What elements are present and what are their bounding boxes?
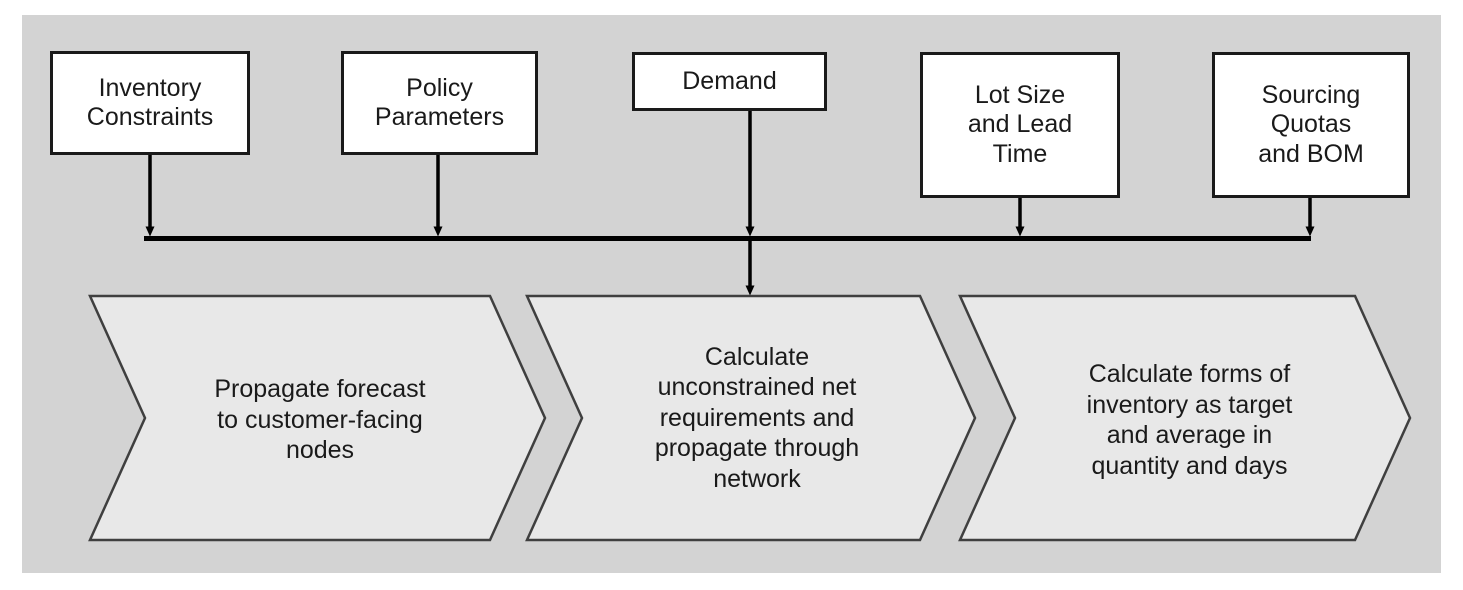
input-box-inventory-constraints[interactable]: Inventory Constraints — [50, 51, 250, 155]
input-box-lot-size-and-lead-time[interactable]: Lot Size and Lead Time — [920, 52, 1120, 198]
input-box-label: Demand — [682, 66, 777, 95]
input-box-label: Policy Parameters — [374, 73, 505, 132]
input-box-label: Inventory Constraints — [86, 73, 214, 132]
chevron-shape-calculate-net-requirements[interactable] — [525, 294, 977, 542]
input-box-sourcing-quotas-and-bom[interactable]: Sourcing Quotas and BOM — [1212, 52, 1410, 198]
chevron-shape-propagate-forecast[interactable] — [88, 294, 547, 542]
input-box-label: Sourcing Quotas and BOM — [1258, 80, 1364, 168]
chevron-shape-calculate-inventory-forms[interactable] — [958, 294, 1412, 542]
input-box-policy-parameters[interactable]: Policy Parameters — [341, 51, 538, 155]
input-box-label: Lot Size and Lead Time — [967, 80, 1073, 168]
input-box-demand[interactable]: Demand — [632, 52, 827, 111]
